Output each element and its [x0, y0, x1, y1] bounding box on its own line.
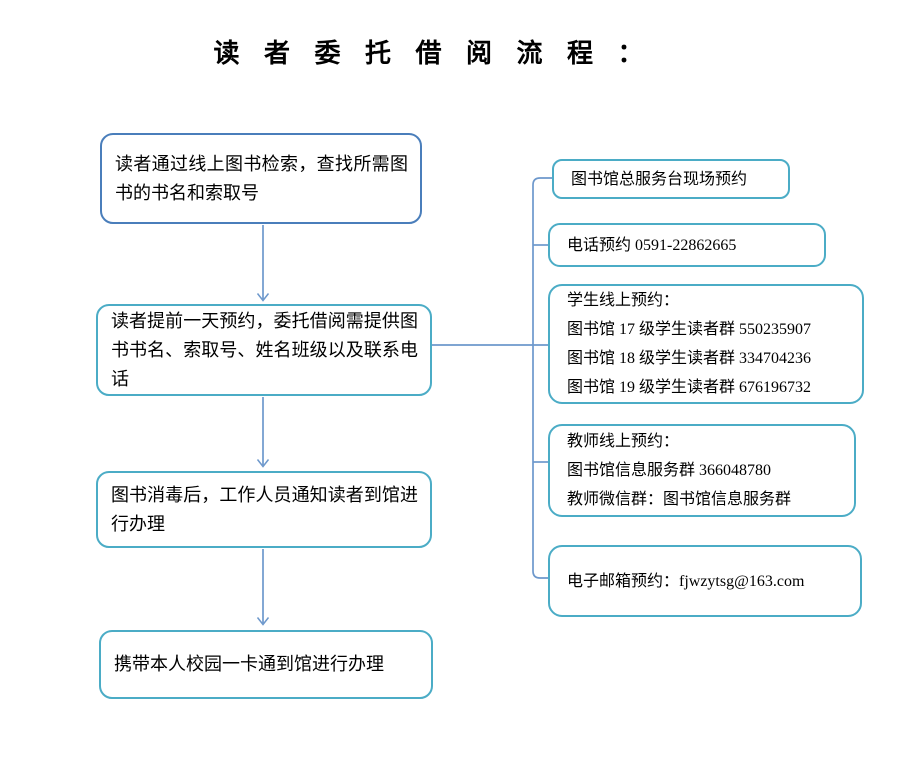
channel-line: 图书馆 17 级学生读者群 550235907 [567, 321, 812, 338]
arrowhead-step1-step2 [256, 293, 270, 302]
channel-box-phone: 电话预约 0591-22862665 [548, 223, 826, 267]
channel-line: 图书馆 18 级学生读者群 334704236 [567, 350, 812, 367]
arrowhead-step3-step4 [256, 617, 270, 626]
channel-box-email: 电子邮箱预约：fjwzytsg@163.com [548, 545, 862, 617]
step-text: 携带本人校园一卡通到馆进行办理 [114, 654, 384, 674]
channel-line: 图书馆 19 级学生读者群 676196732 [567, 379, 812, 396]
step-text: 读者提前一天预约，委托借阅需提供图书书名、索取号、姓名班级以及联系电话 [111, 310, 418, 389]
step-text: 图书消毒后，工作人员通知读者到馆进行办理 [111, 484, 418, 534]
channel-line: 图书馆信息服务群 366048780 [567, 462, 772, 479]
channel-box-student-online: 学生线上预约： 图书馆 17 级学生读者群 550235907 图书馆 18 级… [548, 284, 864, 404]
flowchart-title: 读 者 委 托 借 阅 流 程 ： [213, 39, 653, 68]
step-box-reserve: 读者提前一天预约，委托借阅需提供图书书名、索取号、姓名班级以及联系电话 [96, 304, 432, 396]
step-box-disinfect: 图书消毒后，工作人员通知读者到馆进行办理 [96, 471, 432, 548]
channel-line: 图书馆总服务台现场预约 [571, 170, 748, 188]
step-box-search: 读者通过线上图书检索，查找所需图书的书名和索取号 [100, 133, 422, 224]
channel-line: 学生线上预约： [567, 292, 680, 309]
channel-line: 电话预约 0591-22862665 [567, 236, 737, 254]
step-text: 读者通过线上图书检索，查找所需图书的书名和索取号 [115, 153, 408, 203]
step-box-pickup: 携带本人校园一卡通到馆进行办理 [99, 630, 433, 699]
channel-line: 教师微信群：图书馆信息服务群 [567, 491, 792, 508]
channel-box-teacher-online: 教师线上预约： 图书馆信息服务群 366048780 教师微信群：图书馆信息服务… [548, 424, 856, 517]
channel-box-onsite: 图书馆总服务台现场预约 [552, 159, 790, 199]
channel-line: 教师线上预约： [567, 433, 680, 450]
channel-line: 电子邮箱预约：fjwzytsg@163.com [567, 572, 805, 590]
trunk-connector [532, 177, 552, 579]
arrowhead-step2-step3 [256, 459, 270, 468]
